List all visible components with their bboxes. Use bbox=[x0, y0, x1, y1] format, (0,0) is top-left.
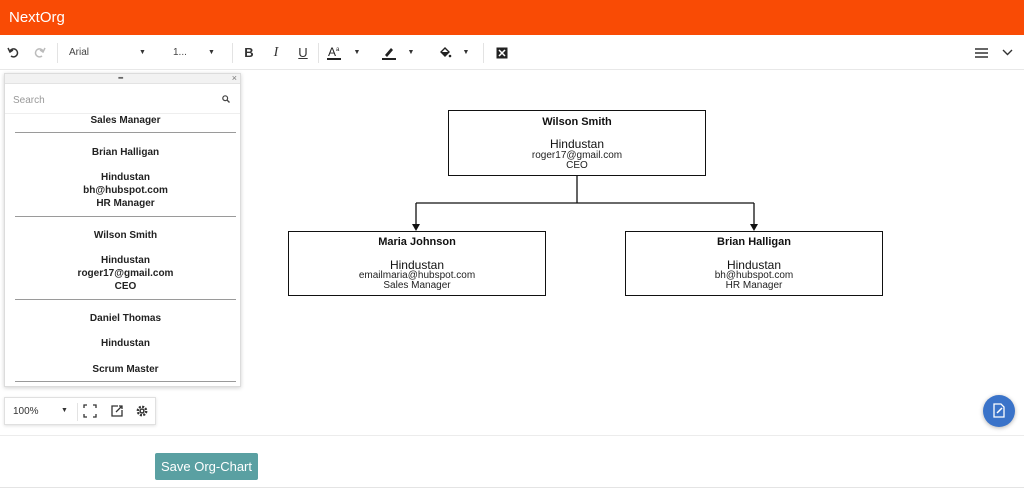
edit-fab-button[interactable] bbox=[983, 395, 1015, 427]
close-icon[interactable]: × bbox=[231, 73, 237, 83]
footer-divider bbox=[0, 487, 1024, 488]
list-divider bbox=[15, 216, 236, 217]
font-size-value: 1... bbox=[173, 47, 187, 58]
list-item-line[interactable]: Hindustan bbox=[101, 338, 150, 349]
list-item-line[interactable]: roger17@gmail.com bbox=[77, 268, 174, 279]
chevron-down-icon: ▼ bbox=[208, 49, 215, 56]
node-country: Hindustan bbox=[389, 258, 445, 272]
org-node-right[interactable]: Brian Halligan Hindustan bh@hubspot.com … bbox=[625, 231, 883, 296]
undo-icon[interactable] bbox=[5, 35, 21, 70]
export-icon[interactable] bbox=[110, 404, 124, 418]
chevron-down-icon[interactable]: ▼ bbox=[462, 49, 470, 56]
node-name: Wilson Smith bbox=[542, 116, 612, 128]
toolbar-divider bbox=[57, 43, 58, 63]
search-bar bbox=[5, 84, 240, 114]
node-role: CEO bbox=[566, 160, 588, 171]
list-item-line[interactable]: Scrum Master bbox=[92, 364, 159, 375]
redo-icon[interactable] bbox=[31, 35, 47, 70]
zoom-controls: 100% ▼ bbox=[4, 397, 156, 425]
chevron-down-icon[interactable]: ▼ bbox=[353, 49, 361, 56]
gear-icon[interactable] bbox=[135, 404, 149, 418]
bold-icon[interactable]: B bbox=[244, 45, 254, 60]
panel-drag-handle[interactable]: ▪▪▪ × bbox=[5, 74, 240, 84]
edit-note-icon bbox=[993, 403, 1005, 418]
font-family-select[interactable]: Arial ▼ bbox=[69, 35, 154, 70]
clear-format-icon[interactable] bbox=[495, 35, 509, 70]
toolbar-divider bbox=[483, 43, 484, 63]
list-item-line[interactable]: Sales Manager bbox=[90, 115, 161, 126]
node-role: Sales Manager bbox=[383, 280, 451, 291]
menu-icon[interactable] bbox=[973, 35, 989, 70]
node-name: Brian Halligan bbox=[717, 236, 791, 248]
list-item-line[interactable]: Hindustan bbox=[101, 255, 150, 266]
list-item-line[interactable]: Brian Halligan bbox=[91, 147, 160, 158]
save-org-chart-button[interactable]: Save Org-Chart bbox=[155, 453, 258, 480]
node-role: HR Manager bbox=[725, 280, 783, 291]
toolbar-divider bbox=[318, 43, 319, 63]
underline-icon[interactable]: U bbox=[298, 45, 308, 60]
node-name: Maria Johnson bbox=[378, 236, 456, 248]
list-item-line[interactable]: Daniel Thomas bbox=[89, 313, 162, 324]
search-input[interactable] bbox=[13, 92, 213, 108]
fill-color-icon[interactable] bbox=[437, 35, 453, 70]
list-item-line[interactable]: HR Manager bbox=[96, 198, 155, 209]
list-item-line[interactable]: Hindustan bbox=[101, 172, 150, 183]
list-item-line[interactable]: CEO bbox=[114, 281, 137, 292]
node-email: emailmaria@hubspot.com bbox=[358, 270, 476, 281]
node-country: Hindustan bbox=[726, 258, 782, 272]
svg-text:a: a bbox=[336, 47, 340, 53]
search-icon[interactable] bbox=[222, 95, 230, 103]
chevron-down-icon[interactable]: ▼ bbox=[407, 49, 415, 56]
chevron-down-icon[interactable]: ▼ bbox=[61, 407, 68, 414]
node-email: roger17@gmail.com bbox=[531, 150, 623, 161]
list-item-line[interactable]: Wilson Smith bbox=[93, 230, 158, 241]
list-item-line[interactable]: bh@hubspot.com bbox=[83, 185, 168, 196]
italic-icon[interactable]: I bbox=[273, 44, 279, 60]
font-size-select[interactable]: 1... ▼ bbox=[173, 35, 221, 70]
chevron-down-icon: ▼ bbox=[139, 49, 146, 56]
app-header: NextOrg bbox=[0, 0, 1024, 35]
list-divider bbox=[15, 381, 236, 382]
org-node-left[interactable]: Maria Johnson Hindustan emailmaria@hubsp… bbox=[288, 231, 546, 296]
list-divider bbox=[15, 299, 236, 300]
collapse-toolbar-icon[interactable] bbox=[1000, 35, 1014, 70]
toolbar-divider bbox=[232, 43, 233, 63]
font-family-value: Arial bbox=[69, 47, 90, 58]
employee-panel: ▪▪▪ × Sales Manager Brian Halligan Hindu… bbox=[4, 73, 241, 387]
drag-handle-icon[interactable]: ▪▪▪ bbox=[118, 75, 124, 82]
app-title: NextOrg bbox=[9, 9, 65, 26]
node-country: Hindustan bbox=[549, 137, 605, 151]
node-email: bh@hubspot.com bbox=[714, 270, 794, 281]
svg-text:A: A bbox=[328, 45, 336, 59]
fullscreen-icon[interactable] bbox=[83, 404, 97, 418]
toolbar-divider bbox=[77, 403, 78, 421]
list-divider bbox=[15, 132, 236, 133]
zoom-select[interactable]: 100% bbox=[13, 406, 39, 417]
highlight-pen-icon[interactable] bbox=[381, 35, 397, 70]
org-node-root[interactable]: Wilson Smith Hindustan roger17@gmail.com… bbox=[448, 110, 706, 176]
